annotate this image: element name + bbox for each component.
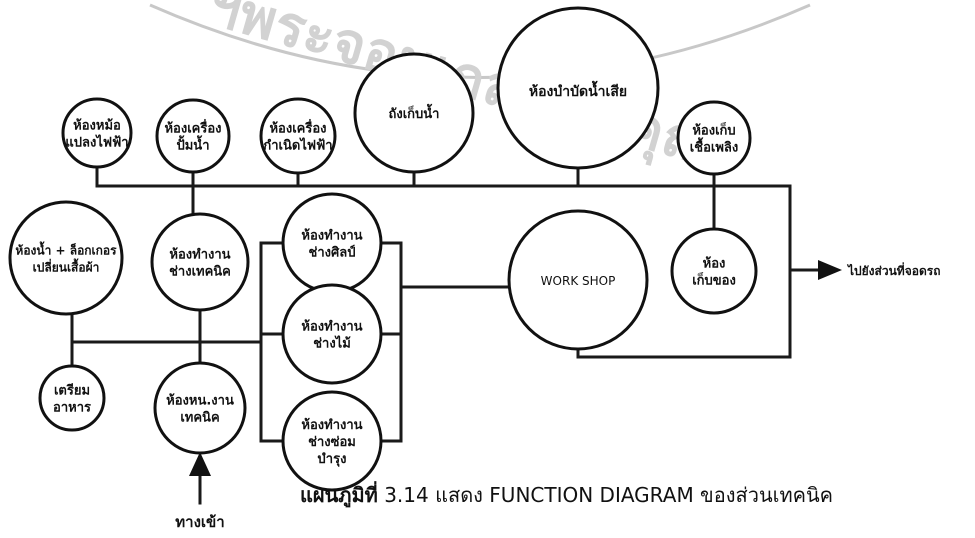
caption-prefix: แผนภูมิที่ xyxy=(300,483,378,507)
node-label-line: เตรียม xyxy=(54,383,90,399)
node-label: ห้องน้ำ + ล็อกเกอรเปลี่ยนเสื้อผ้า xyxy=(15,241,117,275)
node-label-line: กำเนิดไฟฟ้า xyxy=(263,137,332,154)
node-repair-work-room: ห้องทำงานช่างซ่อมบำรุง xyxy=(281,390,383,492)
node-label: ห้องทำงานช่างศิลป์ xyxy=(301,228,362,261)
node-label-line: เชื้อเพลิง xyxy=(690,137,738,156)
node-label: ห้องเก็บเชื้อเพลิง xyxy=(690,121,738,156)
node-label-line: WORK SHOP xyxy=(541,274,616,288)
node-label-line: ห้อง xyxy=(703,256,726,272)
node-label: ถังเก็บน้ำ xyxy=(389,103,440,122)
node-label-line: ห้องเครื่อง xyxy=(269,119,326,137)
figure-caption: แผนภูมิที่ 3.14 แสดง FUNCTION DIAGRAM ขอ… xyxy=(300,479,960,511)
node-restroom-locker: ห้องน้ำ + ล็อกเกอรเปลี่ยนเสื้อผ้า xyxy=(8,200,124,316)
node-label-line: ห้องเครื่อง xyxy=(164,119,221,137)
node-label: ห้องหน.งานเทคนิค xyxy=(166,393,234,426)
node-label-line: ช่างซ่อม xyxy=(308,435,356,450)
node-label-line: เก็บของ xyxy=(692,271,736,289)
node-label: ห้องทำงานช่างเทคนิค xyxy=(169,247,231,280)
node-label-line: ห้องเก็บ xyxy=(692,121,735,139)
node-label-line: บำรุง xyxy=(318,451,347,467)
node-label-line: ห้องทำงาน xyxy=(301,417,362,433)
node-food-prep: เตรียมอาหาร xyxy=(38,364,106,432)
connection-lines xyxy=(70,162,824,505)
node-label-line: ปั้มน้ำ xyxy=(176,135,209,154)
node-label-line: ช่างไม้ xyxy=(313,335,351,352)
node-label: ห้องทำงานช่างซ่อมบำรุง xyxy=(301,417,362,467)
node-label: ห้องหม้อแปลงไฟฟ้า xyxy=(65,118,128,151)
node-transformer-room: ห้องหม้อแปลงไฟฟ้า xyxy=(61,97,133,169)
caption-text: 3.14 แสดง FUNCTION DIAGRAM ของส่วนเทคนิค xyxy=(384,483,834,507)
exit-label: ไปยังส่วนที่จอดรถ xyxy=(846,262,940,278)
node-label-line: ห้องหม้อ xyxy=(73,118,121,134)
node-workshop: WORK SHOP xyxy=(507,209,649,351)
node-label: ห้องบำบัดน้ำเสีย xyxy=(529,80,627,100)
node-tech-head-room: ห้องหน.งานเทคนิค xyxy=(153,361,247,455)
node-label-line: ห้องทำงาน xyxy=(169,247,230,263)
exit-arrow-icon xyxy=(818,260,842,280)
node-label-line: ห้องทำงาน xyxy=(301,228,362,244)
node-label-line: ห้องหน.งาน xyxy=(166,393,234,409)
node-label-line: ห้องบำบัดน้ำเสีย xyxy=(529,80,627,100)
node-storage-room: ห้องเก็บของ xyxy=(670,227,758,315)
node-label-line: ช่างเทคนิค xyxy=(169,265,231,280)
node-label: ห้องเก็บของ xyxy=(692,256,736,289)
node-label-line: อาหาร xyxy=(53,401,91,416)
node-generator-room: ห้องเครื่องกำเนิดไฟฟ้า xyxy=(259,97,337,175)
node-label-line: ถังเก็บน้ำ xyxy=(389,103,440,122)
node-label-line: เทคนิค xyxy=(180,411,219,426)
node-wastewater-room: ห้องบำบัดน้ำเสีย xyxy=(496,6,660,170)
node-fuel-room: ห้องเก็บเชื้อเพลิง xyxy=(676,100,752,176)
node-pump-room: ห้องเครื่องปั้มน้ำ xyxy=(155,98,231,174)
node-label-line: ห้องทำงาน xyxy=(301,319,362,335)
node-label-line: แปลงไฟฟ้า xyxy=(65,134,128,151)
node-label: WORK SHOP xyxy=(541,274,616,288)
entrance-label: ทางเข้า xyxy=(175,513,224,531)
node-label-line: ห้องน้ำ + ล็อกเกอร xyxy=(15,241,117,258)
node-label: เตรียมอาหาร xyxy=(53,383,91,416)
node-label-line: ช่างศิลป์ xyxy=(309,245,356,261)
node-label: ห้องทำงานช่างไม้ xyxy=(301,319,362,352)
node-water-tank: ถังเก็บน้ำ xyxy=(353,52,475,174)
entrance-arrow-icon xyxy=(189,452,211,476)
node-wood-work-room: ห้องทำงานช่างไม้ xyxy=(281,283,383,385)
node-label: ห้องเครื่องกำเนิดไฟฟ้า xyxy=(263,119,332,154)
node-label-line: เปลี่ยนเสื้อผ้า xyxy=(33,258,100,275)
node-art-work-room: ห้องทำงานช่างศิลป์ xyxy=(281,192,383,294)
node-label: ห้องเครื่องปั้มน้ำ xyxy=(164,119,221,154)
node-tech-work-room: ห้องทำงานช่างเทคนิค xyxy=(150,212,250,312)
